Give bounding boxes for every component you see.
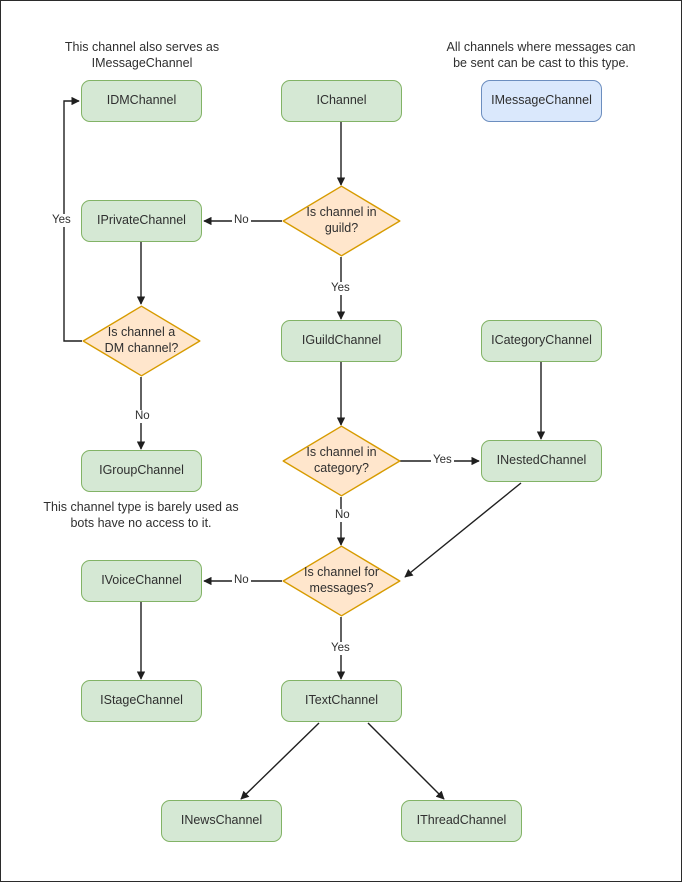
edge-itextchannel-to-inewschannel <box>240 722 320 800</box>
decision-line-2: guild? <box>324 221 359 235</box>
node-imessagechannel[interactable]: IMessageChannel <box>481 80 602 122</box>
decision-line-2: category? <box>314 461 369 475</box>
node-ivoicechannel[interactable]: IVoiceChannel <box>81 560 202 602</box>
node-ithreadchannel[interactable]: IThreadChannel <box>401 800 522 842</box>
decision-line-1: Is channel in <box>306 205 377 220</box>
edge-label-guild-no: No <box>232 214 251 227</box>
decision-label: Is channel for messages? <box>282 565 401 596</box>
node-itextchannel[interactable]: ITextChannel <box>281 680 402 722</box>
decision-line-1: Is channel a <box>107 325 176 340</box>
decision-line-2: messages? <box>309 581 374 595</box>
edge-label-guild-yes: Yes <box>329 282 352 295</box>
diamond-shape-icon <box>282 545 401 617</box>
decision-label: Is channel in guild? <box>282 205 401 236</box>
decision-is-channel-in-guild[interactable]: Is channel in guild? <box>282 185 401 257</box>
node-ichannel[interactable]: IChannel <box>281 80 402 122</box>
note-dm-channel: This channel also serves as IMessageChan… <box>64 40 220 71</box>
node-iprivatechannel[interactable]: IPrivateChannel <box>81 200 202 242</box>
decision-line-2: DM channel? <box>104 341 179 355</box>
node-istagechannel[interactable]: IStageChannel <box>81 680 202 722</box>
node-idmchannel[interactable]: IDMChannel <box>81 80 202 122</box>
decision-is-channel-a-dm-channel[interactable]: Is channel a DM channel? <box>82 305 201 377</box>
edge-label-category-yes: Yes <box>431 454 454 467</box>
decision-is-channel-in-category[interactable]: Is channel in category? <box>282 425 401 497</box>
edge-label-category-no: No <box>333 509 352 522</box>
decision-line-1: Is channel for <box>303 565 380 580</box>
decision-label: Is channel a DM channel? <box>82 325 201 356</box>
diamond-shape-icon <box>82 305 201 377</box>
note-message-channel: All channels where messages can be sent … <box>446 40 636 71</box>
edge-label-dm-no: No <box>133 410 152 423</box>
edge-label-messages-no: No <box>232 574 251 587</box>
note-group-channel: This channel type is barely used as bots… <box>43 500 239 531</box>
diamond-shape-icon <box>282 185 401 257</box>
decision-is-channel-for-messages[interactable]: Is channel for messages? <box>282 545 401 617</box>
node-igroupchannel[interactable]: IGroupChannel <box>81 450 202 492</box>
diamond-shape-icon <box>282 425 401 497</box>
edge-label-messages-yes: Yes <box>329 642 352 655</box>
edge-inestedchannel-to-messages <box>404 482 522 578</box>
edge-itextchannel-to-ithreadchannel <box>367 722 445 800</box>
decision-label: Is channel in category? <box>282 445 401 476</box>
node-inestedchannel[interactable]: INestedChannel <box>481 440 602 482</box>
edge-label-dm-yes: Yes <box>50 214 73 227</box>
decision-line-1: Is channel in <box>306 445 377 460</box>
node-iguildchannel[interactable]: IGuildChannel <box>281 320 402 362</box>
node-icategorychannel[interactable]: ICategoryChannel <box>481 320 602 362</box>
node-inewschannel[interactable]: INewsChannel <box>161 800 282 842</box>
